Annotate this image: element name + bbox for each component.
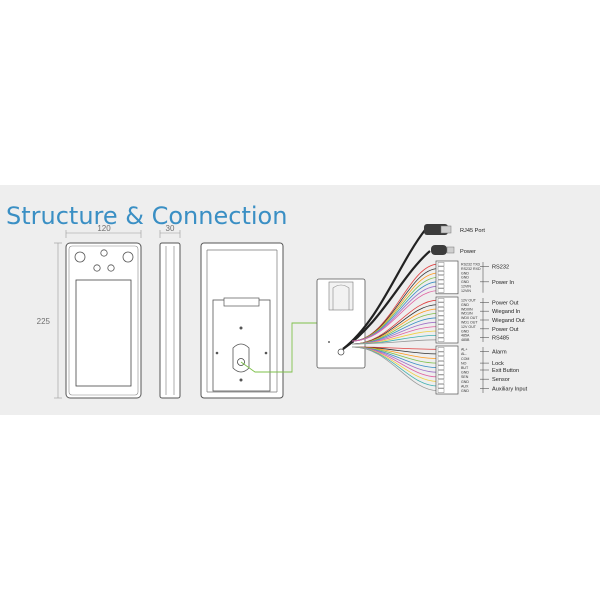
dimension-depth: 30 bbox=[159, 224, 181, 238]
group-label: Power Out bbox=[492, 300, 519, 306]
terminal-block: AL+AL-COMNOBUTGNDSENGNDAUXGNDAlarmLockEx… bbox=[435, 345, 528, 395]
dimension-height-label: 225 bbox=[37, 317, 51, 326]
group-label: Power Out bbox=[492, 327, 519, 333]
pin-label: GND bbox=[461, 380, 469, 384]
group-label: Auxiliary Input bbox=[492, 386, 528, 392]
pin-label: RS232 TXD bbox=[461, 263, 481, 267]
leader-line bbox=[240, 322, 318, 373]
pin-label: BUT bbox=[461, 366, 469, 370]
cable-bundle: RJ45 Port Power bbox=[342, 224, 485, 350]
pin-label: 12VIN bbox=[461, 285, 471, 289]
group-label: RS232 bbox=[492, 264, 509, 270]
power-port-label: Power bbox=[460, 249, 476, 255]
group-label: Wiegand Out bbox=[492, 318, 525, 324]
pin-label: NO bbox=[461, 361, 467, 365]
pin-label: WD1 OUT bbox=[461, 321, 478, 325]
pin-label: AL- bbox=[461, 352, 467, 356]
group-label: Wiegand In bbox=[492, 309, 520, 315]
pin-label: GND bbox=[461, 329, 469, 333]
camera-left-icon bbox=[74, 251, 86, 263]
pin-label: 485A bbox=[461, 334, 470, 338]
group-label: Sensor bbox=[492, 377, 510, 383]
device-back-view bbox=[200, 242, 284, 399]
pin-label: 12VIN bbox=[461, 289, 471, 293]
device-back-detail bbox=[316, 278, 366, 369]
wire bbox=[351, 346, 439, 392]
pin-label: RS232 RXD bbox=[461, 267, 481, 271]
group-label: Exit Button bbox=[492, 368, 519, 374]
device-side-view bbox=[159, 242, 181, 399]
pin-label: COM bbox=[461, 357, 469, 361]
mounting-clip bbox=[223, 297, 260, 307]
device-front-view bbox=[65, 242, 142, 399]
dimension-height: 225 bbox=[37, 242, 62, 399]
pin-label: GND bbox=[461, 280, 469, 284]
camera-center-icon bbox=[100, 249, 108, 257]
mounting-plate bbox=[212, 299, 271, 392]
group-label: Alarm bbox=[492, 350, 507, 356]
section-title: Structure & Connection bbox=[6, 202, 288, 231]
dimension-width: 120 bbox=[65, 224, 142, 238]
display-screen bbox=[75, 279, 132, 387]
pin-label: WD1IN bbox=[461, 312, 473, 316]
wire bbox=[351, 339, 439, 345]
screw-hole-icon bbox=[239, 378, 243, 382]
group-label: Lock bbox=[492, 361, 504, 367]
sensor-left-icon bbox=[93, 264, 101, 272]
rj45-port-label: RJ45 Port bbox=[460, 228, 485, 234]
pin-label: 12V OUT bbox=[461, 299, 477, 303]
power-connector-icon bbox=[431, 245, 447, 255]
dimension-depth-label: 30 bbox=[166, 224, 175, 233]
dimension-width-label: 120 bbox=[97, 224, 111, 233]
pin-label: GND bbox=[461, 303, 469, 307]
pin-label: AL+ bbox=[461, 348, 468, 352]
screw-hole-icon bbox=[264, 351, 268, 355]
pin-label: SEN bbox=[461, 375, 469, 379]
pin-label: GND bbox=[461, 371, 469, 375]
pin-label: WD0IN bbox=[461, 307, 473, 311]
screw-hole-icon bbox=[239, 326, 243, 330]
terminal-wires bbox=[351, 263, 439, 392]
pin-label: WD0 OUT bbox=[461, 316, 478, 320]
pin-label: AUX bbox=[461, 384, 469, 388]
pin-label: GND bbox=[461, 276, 469, 280]
wire bbox=[351, 290, 439, 342]
camera-right-icon bbox=[122, 251, 134, 263]
pin-label: GND bbox=[461, 271, 469, 275]
group-label: RS485 bbox=[492, 336, 509, 342]
group-label: Power In bbox=[492, 280, 514, 286]
pin-label: GND bbox=[461, 389, 469, 393]
screw-hole-icon bbox=[215, 351, 219, 355]
pin-label: 12V OUT bbox=[461, 325, 477, 329]
sensor-right-icon bbox=[107, 264, 115, 272]
pin-label: 485B bbox=[461, 338, 470, 342]
